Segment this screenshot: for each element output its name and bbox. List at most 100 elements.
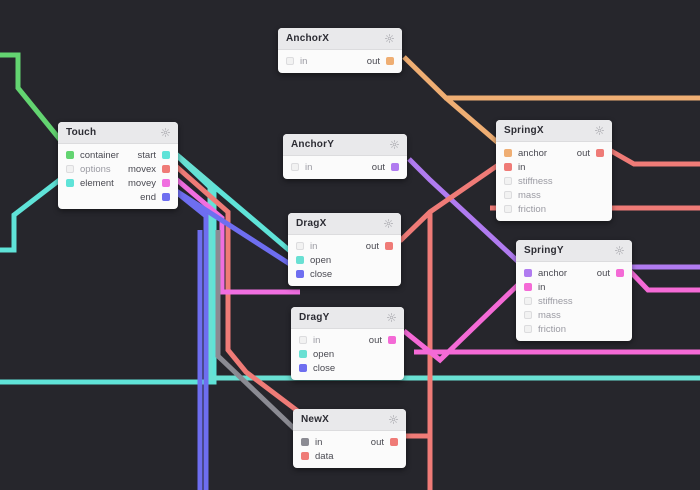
node-header-dragy[interactable]: DragY bbox=[291, 307, 404, 329]
wire-springx-out-right[interactable] bbox=[604, 145, 700, 167]
port-dot-out-touch-movey[interactable] bbox=[162, 179, 170, 187]
wire-gray-to-newx-in[interactable] bbox=[215, 230, 304, 438]
node-dragx[interactable]: DragX in out open close bbox=[288, 213, 401, 286]
wire-anchory-out[interactable] bbox=[407, 157, 526, 269]
port-dot-in-springx-in[interactable] bbox=[504, 163, 512, 171]
input-port-newx-data[interactable]: data bbox=[301, 451, 334, 462]
port-dot-in-dragx-open[interactable] bbox=[296, 256, 304, 264]
node-header-springx[interactable]: SpringX bbox=[496, 120, 612, 142]
input-port-springx-in[interactable]: in bbox=[504, 162, 525, 173]
input-port-springy-friction[interactable]: friction bbox=[524, 324, 566, 335]
input-port-anchorx-in[interactable]: in bbox=[286, 56, 307, 67]
wire-green-to-touch-container[interactable] bbox=[0, 52, 68, 149]
node-settings-button-newx[interactable] bbox=[389, 415, 398, 424]
port-dot-in-springy-mass[interactable] bbox=[524, 311, 532, 319]
input-port-springy-anchor[interactable]: anchor bbox=[524, 268, 567, 279]
port-dot-out-anchorx-out[interactable] bbox=[386, 57, 394, 65]
node-header-dragx[interactable]: DragX bbox=[288, 213, 401, 235]
output-port-newx-out[interactable]: out bbox=[371, 437, 398, 448]
node-settings-button-springx[interactable] bbox=[595, 126, 604, 135]
input-port-dragy-close[interactable]: close bbox=[299, 363, 335, 374]
port-dot-out-touch-end[interactable] bbox=[162, 193, 170, 201]
port-dot-in-springx-stiffness[interactable] bbox=[504, 177, 512, 185]
input-port-springx-stiffness[interactable]: stiffness bbox=[504, 176, 553, 187]
node-settings-button-dragx[interactable] bbox=[384, 219, 393, 228]
wire-touch-movey[interactable] bbox=[168, 172, 300, 295]
port-dot-in-springx-friction[interactable] bbox=[504, 205, 512, 213]
output-port-dragy-out[interactable]: out bbox=[369, 335, 396, 346]
port-dot-in-springy-friction[interactable] bbox=[524, 325, 532, 333]
port-dot-in-newx-in[interactable] bbox=[301, 438, 309, 446]
node-springx[interactable]: SpringX anchor out in stiffness mass friction bbox=[496, 120, 612, 221]
port-dot-in-springy-stiffness[interactable] bbox=[524, 297, 532, 305]
output-port-springx-out[interactable]: out bbox=[577, 148, 604, 159]
output-port-touch-end[interactable]: end bbox=[140, 192, 170, 203]
node-springy[interactable]: SpringY anchor out in stiffness mass friction bbox=[516, 240, 632, 341]
input-port-dragx-close[interactable]: close bbox=[296, 269, 332, 280]
wire-touch-start-to-dragy-open[interactable] bbox=[168, 147, 700, 381]
node-header-anchory[interactable]: AnchorY bbox=[283, 134, 407, 156]
input-port-touch-element[interactable]: element bbox=[66, 178, 114, 189]
node-settings-button-dragy[interactable] bbox=[387, 313, 396, 322]
node-settings-button-touch[interactable] bbox=[161, 128, 170, 137]
port-dot-in-dragy-close[interactable] bbox=[299, 364, 307, 372]
port-dot-out-anchory-out[interactable] bbox=[391, 163, 399, 171]
node-anchory[interactable]: AnchorY in out bbox=[283, 134, 407, 179]
input-port-newx-in[interactable]: in bbox=[301, 437, 322, 448]
port-dot-out-touch-movex[interactable] bbox=[162, 165, 170, 173]
node-settings-button-anchory[interactable] bbox=[390, 140, 399, 149]
wire-cyan-to-touch-element[interactable] bbox=[0, 173, 68, 253]
input-port-springx-anchor[interactable]: anchor bbox=[504, 148, 547, 159]
port-dot-in-dragx-in[interactable] bbox=[296, 242, 304, 250]
port-dot-out-touch-start[interactable] bbox=[162, 151, 170, 159]
node-header-touch[interactable]: Touch bbox=[58, 122, 178, 144]
wire-touch-movex[interactable] bbox=[168, 159, 338, 442]
node-settings-button-springy[interactable] bbox=[615, 246, 624, 255]
node-newx[interactable]: NewX in out data bbox=[293, 409, 406, 468]
port-dot-in-anchorx-in[interactable] bbox=[286, 57, 294, 65]
node-settings-button-anchorx[interactable] bbox=[385, 34, 394, 43]
wire-anchorx-out-right[interactable] bbox=[402, 55, 700, 101]
input-port-dragy-in[interactable]: in bbox=[299, 335, 320, 346]
node-header-anchorx[interactable]: AnchorX bbox=[278, 28, 402, 50]
input-port-touch-container[interactable]: container bbox=[66, 150, 119, 161]
output-port-touch-start[interactable]: start bbox=[138, 150, 170, 161]
port-dot-in-springx-mass[interactable] bbox=[504, 191, 512, 199]
input-port-springy-stiffness[interactable]: stiffness bbox=[524, 296, 573, 307]
node-anchorx[interactable]: AnchorX in out bbox=[278, 28, 402, 73]
input-port-springy-in[interactable]: in bbox=[524, 282, 545, 293]
port-dot-in-dragy-in[interactable] bbox=[299, 336, 307, 344]
input-port-dragx-open[interactable]: open bbox=[296, 255, 331, 266]
port-dot-out-newx-out[interactable] bbox=[390, 438, 398, 446]
port-dot-in-springx-anchor[interactable] bbox=[504, 149, 512, 157]
wire-dragy-out-springy-in[interactable] bbox=[402, 277, 526, 364]
port-dot-in-newx-data[interactable] bbox=[301, 452, 309, 460]
input-port-dragx-in[interactable]: in bbox=[296, 241, 317, 252]
port-dot-out-dragx-out[interactable] bbox=[385, 242, 393, 250]
port-dot-in-touch-options[interactable] bbox=[66, 165, 74, 173]
output-port-anchory-out[interactable]: out bbox=[372, 162, 399, 173]
input-port-anchory-in[interactable]: in bbox=[291, 162, 312, 173]
output-port-dragx-out[interactable]: out bbox=[366, 241, 393, 252]
port-dot-in-anchory-in[interactable] bbox=[291, 163, 299, 171]
port-dot-in-dragx-close[interactable] bbox=[296, 270, 304, 278]
port-dot-in-touch-element[interactable] bbox=[66, 179, 74, 187]
port-dot-out-springx-out[interactable] bbox=[596, 149, 604, 157]
node-header-springy[interactable]: SpringY bbox=[516, 240, 632, 262]
input-port-touch-options[interactable]: options bbox=[66, 164, 111, 175]
output-port-anchorx-out[interactable]: out bbox=[367, 56, 394, 67]
input-port-springx-mass[interactable]: mass bbox=[504, 190, 541, 201]
wire-touch-end-to-dragx-close[interactable] bbox=[168, 184, 298, 271]
wire-springy-out[interactable] bbox=[624, 265, 700, 293]
port-dot-out-dragy-out[interactable] bbox=[388, 336, 396, 344]
node-header-newx[interactable]: NewX bbox=[293, 409, 406, 431]
port-dot-in-dragy-open[interactable] bbox=[299, 350, 307, 358]
input-port-springy-mass[interactable]: mass bbox=[524, 310, 561, 321]
output-port-springy-out[interactable]: out bbox=[597, 268, 624, 279]
input-port-springx-friction[interactable]: friction bbox=[504, 204, 546, 215]
output-port-touch-movey[interactable]: movey bbox=[128, 178, 170, 189]
port-dot-in-springy-in[interactable] bbox=[524, 283, 532, 291]
wire-touch-end-to-dragy-close[interactable] bbox=[168, 185, 209, 490]
port-dot-out-springy-out[interactable] bbox=[616, 269, 624, 277]
